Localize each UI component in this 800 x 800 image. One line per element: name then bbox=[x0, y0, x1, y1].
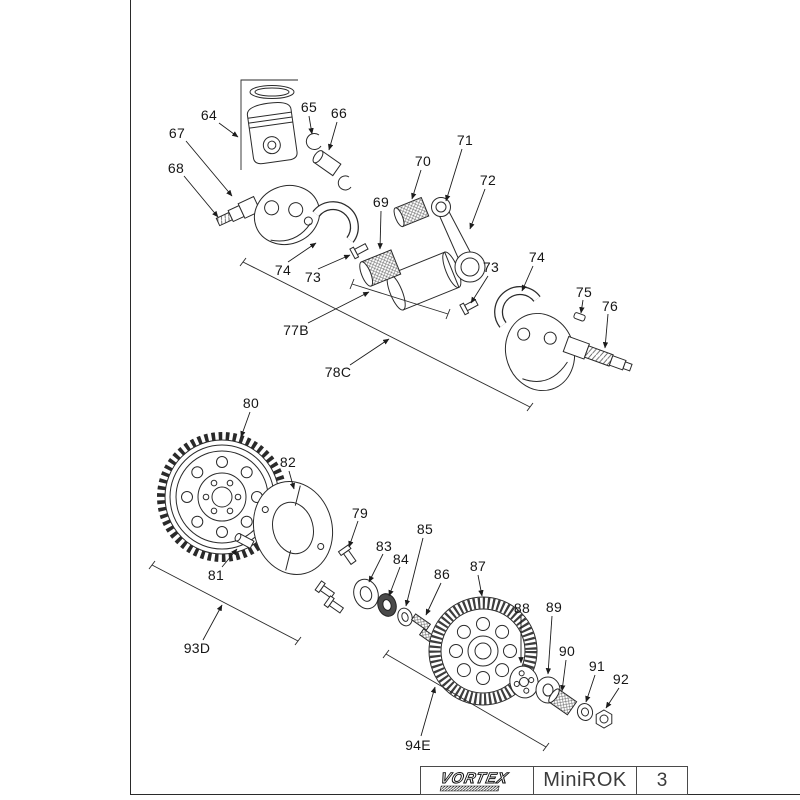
bracket-94E bbox=[382, 649, 550, 752]
rod-support-74-right bbox=[494, 286, 541, 328]
leader-lines bbox=[183, 115, 620, 737]
washer-91 bbox=[576, 703, 594, 721]
stud-86a bbox=[410, 613, 432, 631]
piston-ring bbox=[249, 85, 295, 99]
crank-stub-shaft-left bbox=[215, 195, 262, 227]
bracket-77B bbox=[349, 278, 451, 320]
bearing-84 bbox=[377, 593, 397, 617]
title-block: VORTEX MiniROK 3 bbox=[420, 766, 688, 795]
part-label-66: 66 bbox=[330, 105, 348, 121]
part-label-73-left: 73 bbox=[304, 269, 322, 285]
part-label-74-right: 74 bbox=[528, 249, 546, 265]
part-label-67: 67 bbox=[168, 125, 186, 141]
pin-81 bbox=[234, 533, 255, 549]
piston-bracket bbox=[240, 79, 298, 170]
bolt-73-left bbox=[349, 243, 369, 260]
bearing-90 bbox=[548, 688, 578, 716]
part-label-78C: 78C bbox=[324, 364, 352, 380]
part-label-84: 84 bbox=[392, 551, 410, 567]
small-end-bearing-70 bbox=[393, 196, 430, 228]
part-label-75: 75 bbox=[575, 284, 593, 300]
part-label-79: 79 bbox=[351, 505, 369, 521]
part-label-88: 88 bbox=[513, 600, 531, 616]
crank-pin-cylinder bbox=[386, 251, 462, 311]
bracket-78C bbox=[239, 257, 534, 412]
model-name: MiniROK bbox=[543, 769, 627, 791]
page-number: 3 bbox=[636, 767, 687, 794]
part-label-76: 76 bbox=[601, 298, 619, 314]
part-label-92: 92 bbox=[612, 671, 630, 687]
woodruff-key-75 bbox=[573, 312, 586, 322]
circlip-second bbox=[337, 175, 352, 191]
part-label-72: 72 bbox=[479, 172, 497, 188]
part-label-68: 68 bbox=[167, 160, 185, 176]
nut-92 bbox=[595, 709, 613, 729]
part-label-82: 82 bbox=[279, 454, 297, 470]
bolt-pair-a bbox=[314, 580, 336, 599]
washer-85 bbox=[397, 607, 413, 627]
vortex-logo: VORTEX bbox=[421, 767, 534, 794]
part-label-94E: 94E bbox=[405, 737, 431, 753]
part-label-64: 64 bbox=[200, 107, 218, 123]
hub-88 bbox=[509, 665, 539, 699]
part-label-87: 87 bbox=[469, 558, 487, 574]
part-label-85: 85 bbox=[416, 521, 434, 537]
part-label-80: 80 bbox=[242, 395, 260, 411]
washer-83 bbox=[353, 578, 379, 610]
crank-shaft-right bbox=[562, 335, 633, 372]
clutch-drum-87 bbox=[428, 596, 538, 706]
connecting-rod-71 bbox=[431, 197, 486, 283]
part-label-91: 91 bbox=[588, 658, 606, 674]
page-border-left bbox=[130, 0, 131, 795]
bracket-93D bbox=[148, 560, 302, 646]
rod-support-74-left bbox=[312, 201, 359, 243]
bolt-pair-b bbox=[323, 595, 345, 614]
vortex-logo-graphic: VORTEX bbox=[438, 769, 510, 791]
big-end-bearing-69 bbox=[359, 249, 402, 287]
crank-web-right bbox=[504, 312, 576, 392]
bolt-79 bbox=[337, 544, 357, 566]
wrist-pin-66 bbox=[312, 150, 342, 177]
piston bbox=[246, 102, 298, 165]
part-label-77B: 77B bbox=[283, 322, 309, 338]
bolt-73-right bbox=[459, 299, 479, 316]
circlip-65 bbox=[305, 133, 322, 150]
crank-web-left bbox=[253, 185, 321, 245]
part-label-74-left: 74 bbox=[274, 262, 292, 278]
part-label-90: 90 bbox=[558, 643, 576, 659]
part-label-69: 69 bbox=[372, 194, 390, 210]
part-label-83: 83 bbox=[375, 538, 393, 554]
part-label-65: 65 bbox=[300, 99, 318, 115]
vortex-logo-text: VORTEX bbox=[439, 770, 510, 787]
part-label-71: 71 bbox=[456, 132, 474, 148]
part-label-86: 86 bbox=[433, 566, 451, 582]
part-label-73-right: 73 bbox=[482, 259, 500, 275]
part-label-89: 89 bbox=[545, 599, 563, 615]
part-label-81: 81 bbox=[207, 567, 225, 583]
part-label-93D: 93D bbox=[183, 640, 211, 656]
part-label-70: 70 bbox=[414, 153, 432, 169]
clutch-shoes-82 bbox=[252, 480, 334, 576]
